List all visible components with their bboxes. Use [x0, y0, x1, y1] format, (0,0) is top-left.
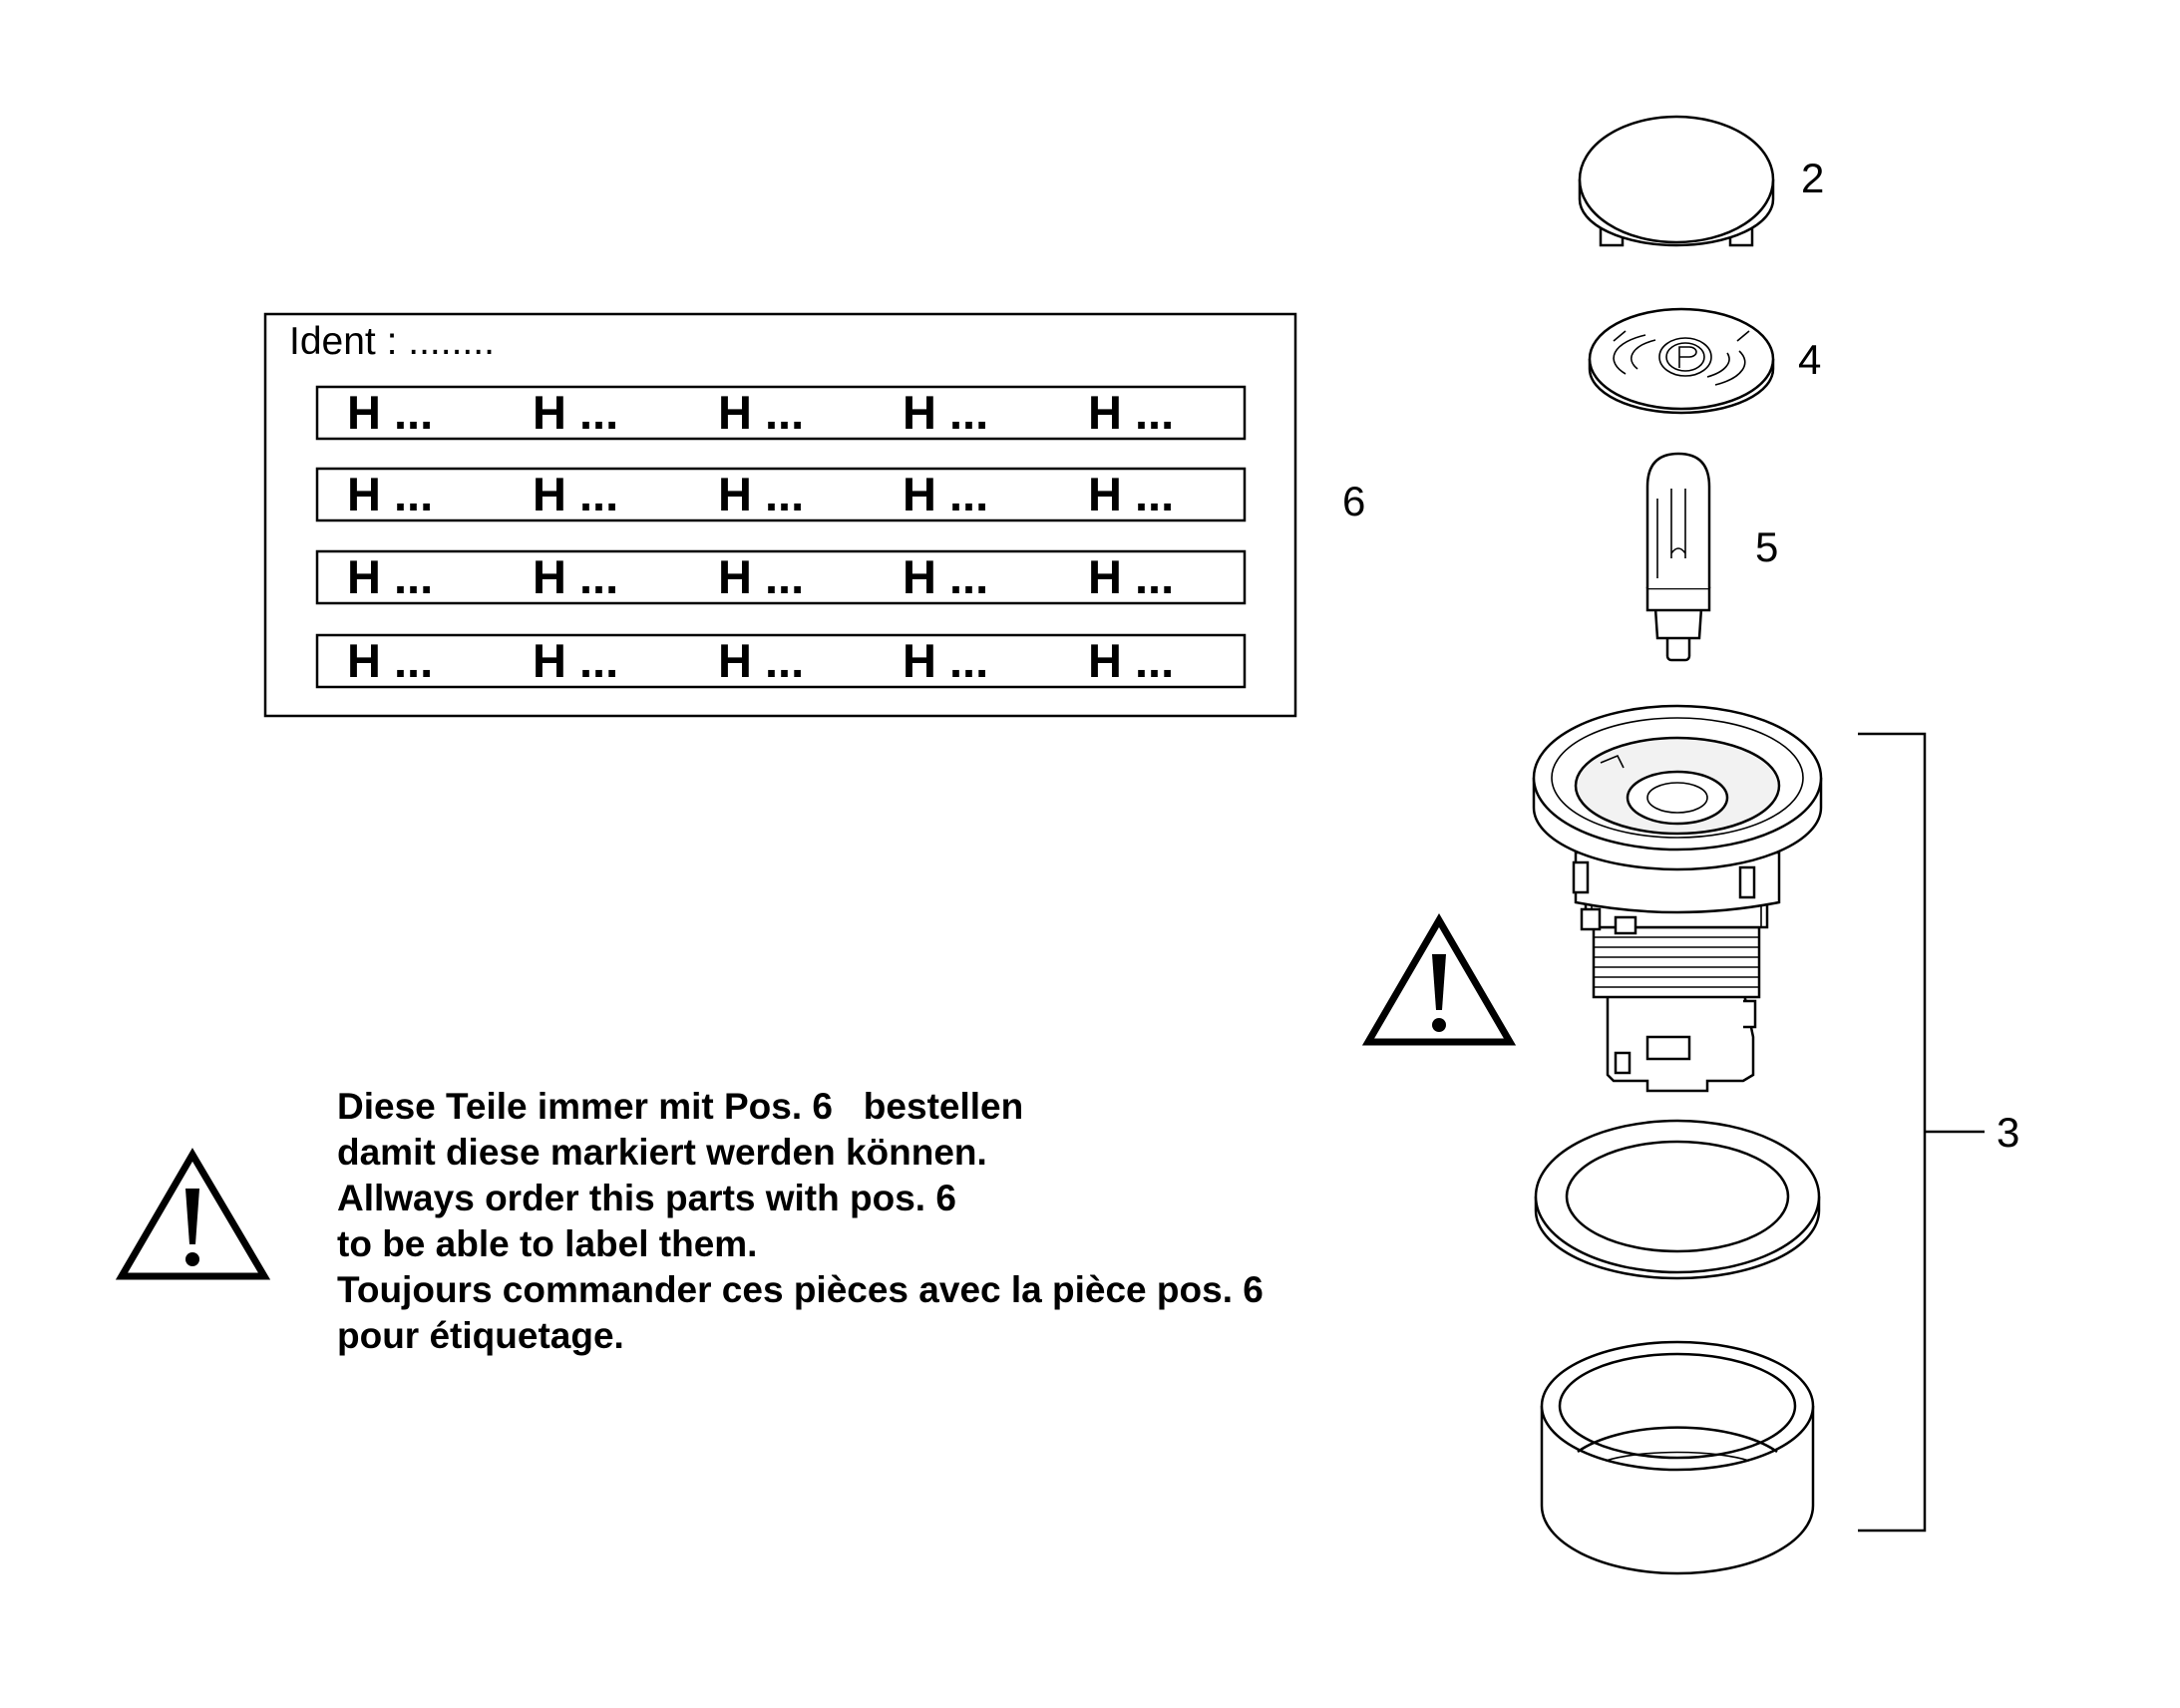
warning-note: Diese Teile immer mit Pos. 6 bestellen d… — [337, 1086, 1264, 1356]
label-row-4: H ... H ... H ... H ... H ... — [315, 633, 1247, 689]
note-line: Toujours commander ces pièces avec la pi… — [337, 1269, 1264, 1310]
callout-3: 3 — [1997, 1109, 2019, 1156]
note-line: pour étiquetage. — [337, 1315, 624, 1356]
label-cell: H ... — [347, 468, 433, 520]
label-cell: H ... — [347, 634, 433, 687]
callout-5: 5 — [1755, 523, 1778, 570]
label-cell: H ... — [1088, 468, 1174, 520]
part-bulb — [1645, 452, 1711, 662]
label-row-1: H ... H ... H ... H ... H ... — [315, 385, 1247, 441]
label-cell: H ... — [903, 634, 988, 687]
label-cell: H ... — [903, 468, 988, 520]
label-cell: H ... — [533, 634, 618, 687]
bracket-3 — [1858, 732, 1985, 1533]
callout-4: 4 — [1798, 336, 1821, 383]
label-cell: H ... — [903, 386, 988, 439]
note-line: to be able to label them. — [337, 1223, 757, 1264]
label-sheet: Ident : ........ H ... H ... H ... H ...… — [263, 312, 1297, 718]
label-cell: H ... — [718, 634, 804, 687]
part-housing-cup — [1540, 1340, 1815, 1575]
label-cell: H ... — [533, 386, 618, 439]
label-cell: H ... — [1088, 634, 1174, 687]
callout-2: 2 — [1801, 155, 1824, 201]
label-cell: H ... — [533, 550, 618, 603]
part-symbol-insert — [1588, 307, 1775, 415]
note-line: Diese Teile immer mit Pos. 6 bestellen — [337, 1086, 1023, 1127]
label-cell: H ... — [347, 550, 433, 603]
label-cell: H ... — [1088, 386, 1174, 439]
label-row-3: H ... H ... H ... H ... H ... — [315, 549, 1247, 605]
label-row-2: H ... H ... H ... H ... H ... — [315, 467, 1247, 522]
label-cell: H ... — [347, 386, 433, 439]
parking-p-icon — [1613, 334, 1746, 386]
part-seal-ring — [1534, 1119, 1821, 1280]
label-cell: H ... — [718, 468, 804, 520]
warning-triangle-icon — [115, 1148, 271, 1280]
part-bezel-assembly — [1532, 704, 1823, 1093]
note-line: Allways order this parts with pos. 6 — [337, 1178, 956, 1218]
label-cell: H ... — [533, 468, 618, 520]
part-cap — [1578, 115, 1775, 247]
label-cell: H ... — [718, 550, 804, 603]
callout-6: 6 — [1342, 478, 1365, 524]
warning-triangle-icon — [1361, 913, 1517, 1046]
note-line: damit diese markiert werden können. — [337, 1132, 987, 1173]
label-cell: H ... — [903, 550, 988, 603]
ident-label: Ident : ........ — [289, 320, 495, 363]
label-cell: H ... — [718, 386, 804, 439]
label-cell: H ... — [1088, 550, 1174, 603]
